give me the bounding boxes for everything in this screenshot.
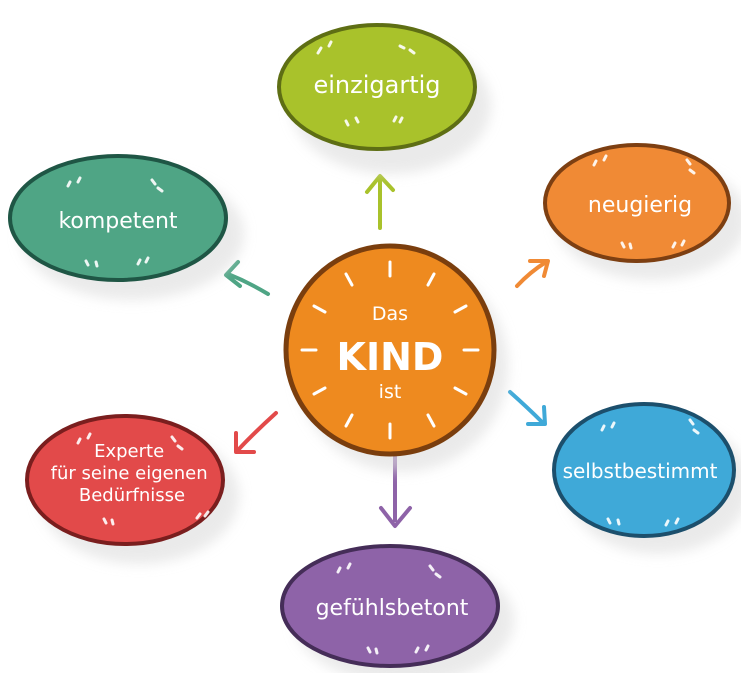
node-experte: Experte für seine eigenen Bedürfnisse <box>25 414 239 564</box>
node-kompetent: kompetent <box>8 154 244 300</box>
node-experte-label: Experte für seine eigenen Bedürfnisse <box>51 441 214 506</box>
node-gefuehlsbetont-label: gefühlsbetont <box>316 596 469 621</box>
node-selbstbestimmt-shape <box>552 402 736 538</box>
node-selbstbestimmt: selbstbestimmt <box>552 402 741 554</box>
center-node: Das KIND ist <box>283 243 508 472</box>
node-neugierig: neugierig <box>543 143 741 280</box>
node-gefuehlsbetont: gefühlsbetont <box>280 544 514 673</box>
node-selbstbestimmt-label: selbstbestimmt <box>563 459 718 483</box>
node-einzigartig: einzigartig <box>277 23 491 174</box>
center-line-kind: KIND <box>337 335 444 379</box>
arrow-to-einzigartig <box>365 174 395 230</box>
node-einzigartig-shape <box>277 23 477 151</box>
node-neugierig-label: neugierig <box>588 193 692 218</box>
node-gefuehlsbetont-shape <box>280 544 500 668</box>
node-kompetent-shape <box>8 154 228 282</box>
center-line-ist: ist <box>379 381 402 403</box>
node-kompetent-label: kompetent <box>58 209 177 234</box>
arrow-to-experte <box>234 411 278 454</box>
arrow-to-kompetent <box>224 260 270 296</box>
node-experte-shape <box>25 414 225 546</box>
node-einzigartig-label: einzigartig <box>313 71 440 99</box>
arrow-to-selbstbestimmt <box>508 390 547 426</box>
arrow-to-neugierig <box>515 259 550 288</box>
node-neugierig-shape <box>543 143 731 263</box>
center-line-das: Das <box>372 303 408 325</box>
clock-ticks <box>300 260 480 440</box>
center-node-shape <box>283 243 497 457</box>
